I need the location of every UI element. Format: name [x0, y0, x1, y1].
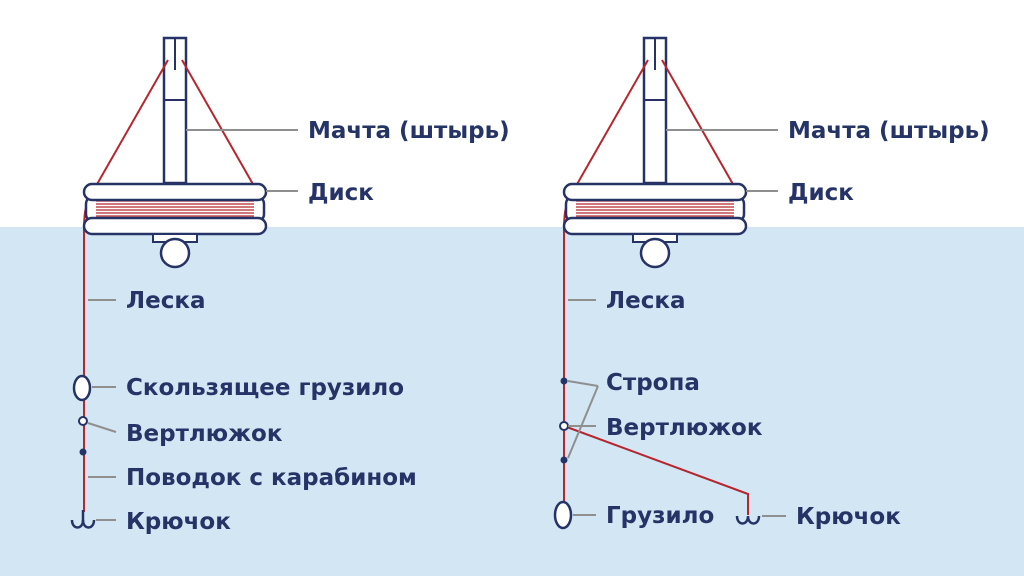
left-sliding-sinker: [72, 374, 92, 402]
left-label-hook: Крючок: [126, 509, 231, 535]
right-sinker: [553, 500, 573, 530]
right-swivel: [559, 421, 569, 431]
left-stem: [152, 233, 198, 269]
left-snap: [79, 448, 87, 456]
right-label-disc: Диск: [788, 180, 854, 206]
right-sling-top: [560, 377, 568, 385]
water-area: [0, 227, 1024, 576]
left-rig: [70, 36, 268, 529]
right-label-hook: Крючок: [796, 504, 901, 530]
left-disc: [82, 182, 268, 236]
right-rig: [553, 36, 761, 530]
right-sling-bottom: [560, 456, 568, 464]
right-label-line: Леска: [606, 288, 685, 314]
right-label-mast: Мачта (штырь): [788, 118, 990, 144]
right-stem: [632, 233, 678, 269]
left-label-swivel: Вертлюжок: [126, 421, 283, 447]
left-label-disc: Диск: [308, 180, 374, 206]
right-label-sling: Стропа: [606, 370, 700, 396]
left-label-mast: Мачта (штырь): [308, 118, 510, 144]
right-label-swivel: Вертлюжок: [606, 415, 763, 441]
right-hook-branch: [563, 425, 749, 515]
left-swivel: [78, 416, 88, 426]
right-disc: [562, 182, 748, 236]
left-label-leader: Поводок с карабином: [126, 465, 417, 491]
right-leaders: [567, 129, 786, 517]
left-leaders: [87, 129, 298, 521]
right-label-sinker: Грузило: [606, 503, 714, 529]
left-label-line: Леска: [126, 288, 205, 314]
right-hook: [735, 515, 761, 525]
left-label-sliding-sinker: Скользящее грузило: [126, 375, 404, 401]
